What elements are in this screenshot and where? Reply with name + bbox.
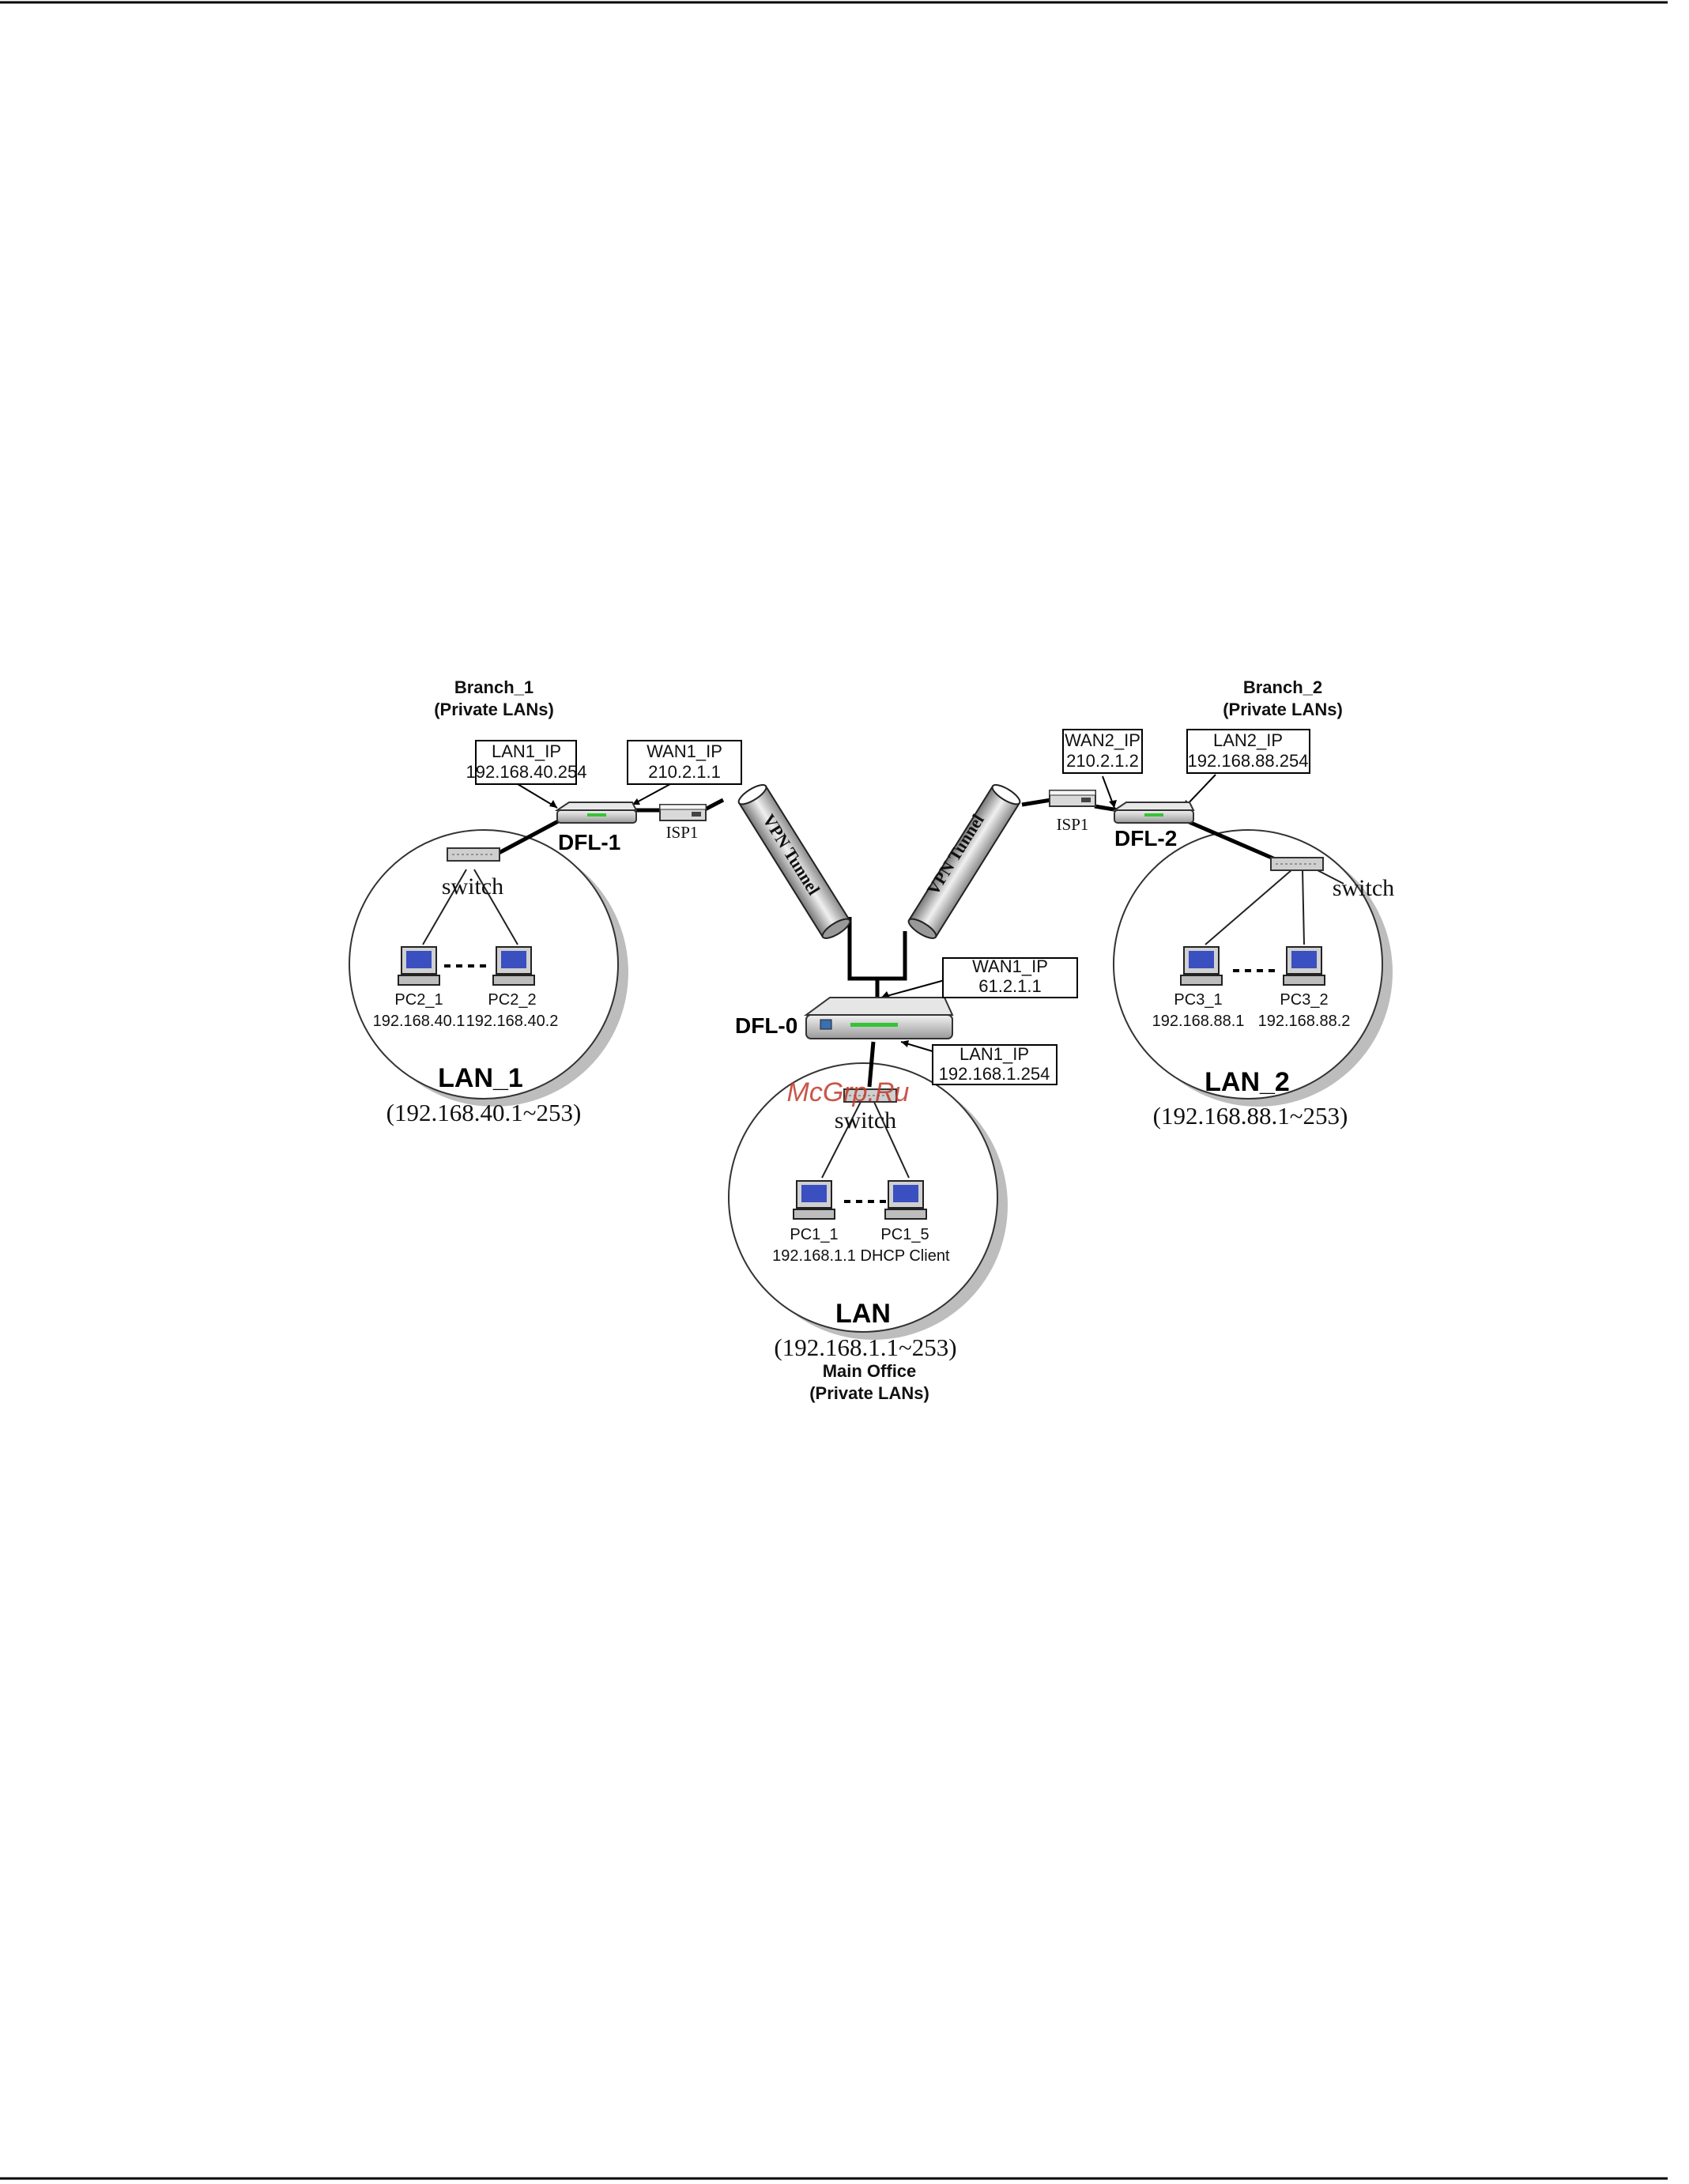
main-lan-ip-value: 192.168.1.254 bbox=[939, 1064, 1050, 1084]
lan1-pc-links bbox=[422, 869, 518, 945]
branch2-title: Branch_2 bbox=[1243, 677, 1322, 697]
dfl0-router-icon bbox=[803, 997, 954, 1039]
switch1-label: switch bbox=[442, 873, 503, 900]
switch1-icon bbox=[447, 847, 500, 862]
pc1-5-icon bbox=[884, 1180, 927, 1220]
main-lan-ip-box bbox=[932, 1044, 1058, 1085]
lan1-range: (192.168.40.1~253) bbox=[386, 1099, 582, 1126]
branch1-subtitle: (Private LANs) bbox=[434, 700, 554, 719]
isp2-modem-icon bbox=[1049, 790, 1096, 807]
pc1-1-icon bbox=[793, 1180, 835, 1220]
lan1-ip-pointer bbox=[517, 783, 558, 809]
lan1-name: LAN_1 bbox=[438, 1063, 523, 1093]
main-wan-ip-pointer bbox=[880, 979, 945, 998]
lan2-pc-links bbox=[1205, 869, 1344, 945]
pc1-5-name: PC1_5 bbox=[880, 1226, 929, 1243]
link-tunnel-right-dfl0 bbox=[877, 931, 907, 981]
link-isp1-tunnel bbox=[702, 798, 725, 813]
pc2-2-icon bbox=[492, 946, 535, 986]
pc2-2-name: PC2_2 bbox=[488, 991, 536, 1009]
wan1-ip-value: 210.2.1.1 bbox=[648, 762, 721, 782]
isp1-label: ISP1 bbox=[666, 823, 699, 842]
watermark-text: McGrp.Ru bbox=[787, 1077, 910, 1107]
lan2-ip-label: LAN2_IP bbox=[1213, 730, 1283, 750]
lan2-ip-box bbox=[1186, 729, 1310, 774]
main-office-title: Main Office bbox=[823, 1361, 917, 1381]
pc3-1-name: PC3_1 bbox=[1174, 991, 1222, 1009]
main-office-subtitle: (Private LANs) bbox=[809, 1383, 929, 1403]
wan1-ip-label: WAN1_IP bbox=[647, 741, 722, 761]
lan1-ip-label: LAN1_IP bbox=[492, 741, 561, 761]
lan2-circle bbox=[1113, 829, 1393, 1107]
main-lan-ip-label: LAN1_IP bbox=[959, 1044, 1029, 1064]
isp1-modem-icon bbox=[659, 804, 707, 821]
main-lan-circle bbox=[728, 1062, 1008, 1340]
wan1-ip-box bbox=[627, 740, 742, 785]
pc1-1-name: PC1_1 bbox=[790, 1226, 838, 1243]
lan2-name: LAN_2 bbox=[1205, 1067, 1290, 1097]
pc2-1-name: PC2_1 bbox=[394, 991, 443, 1009]
dfl0-label: DFL-0 bbox=[735, 1013, 797, 1038]
pc3-1-icon bbox=[1180, 946, 1223, 986]
link-tunnel-isp2 bbox=[1021, 798, 1052, 807]
pc2-1-ip: 192.168.40.1 bbox=[373, 1013, 466, 1030]
main-lan-name: LAN bbox=[835, 1299, 891, 1329]
link-tunnel-left-dfl0 bbox=[847, 917, 880, 1000]
pc2-1-icon bbox=[398, 946, 440, 986]
link-dfl0-switch0 bbox=[867, 1041, 876, 1088]
pc3-2-icon bbox=[1283, 946, 1325, 986]
main-wan-ip-value: 61.2.1.1 bbox=[978, 976, 1042, 996]
vpn-tunnel-left bbox=[737, 784, 851, 939]
isp2-label: ISP1 bbox=[1057, 815, 1089, 834]
link-dfl2-switch2 bbox=[1185, 818, 1285, 866]
switch2-label: switch bbox=[1333, 875, 1394, 901]
pc1-1-ip: 192.168.1.1 bbox=[772, 1247, 856, 1265]
pc3-2-name: PC3_2 bbox=[1280, 991, 1328, 1009]
pc3-2-ip: 192.168.88.2 bbox=[1258, 1013, 1351, 1030]
dfl2-label: DFL-2 bbox=[1114, 826, 1177, 851]
main-pc-links bbox=[821, 1100, 910, 1179]
link-switch1-dfl1 bbox=[488, 817, 563, 860]
main-wan-ip-label: WAN1_IP bbox=[972, 956, 1048, 976]
lan2-ip-value: 192.168.88.254 bbox=[1188, 751, 1309, 771]
main-lan-range: (192.168.1.1~253) bbox=[774, 1333, 956, 1361]
wan1-ip-pointer bbox=[631, 783, 671, 805]
switch2-icon bbox=[1270, 857, 1324, 871]
dfl1-label: DFL-1 bbox=[558, 830, 620, 854]
branch2-subtitle: (Private LANs) bbox=[1223, 700, 1343, 719]
main-wan-ip-box bbox=[942, 957, 1078, 998]
pc3-1-ip: 192.168.88.1 bbox=[1152, 1013, 1245, 1030]
pc2-2-ip: 192.168.40.2 bbox=[466, 1013, 559, 1030]
dfl1-router-icon bbox=[554, 802, 638, 824]
wan2-ip-label: WAN2_IP bbox=[1065, 730, 1140, 750]
branch1-title: Branch_1 bbox=[454, 677, 533, 697]
switch0-icon bbox=[843, 1088, 897, 1103]
pc1-5-ip: DHCP Client bbox=[861, 1247, 950, 1265]
wan2-ip-box bbox=[1062, 729, 1143, 774]
wan2-ip-value: 210.2.1.2 bbox=[1066, 751, 1139, 771]
dfl2-router-icon bbox=[1111, 802, 1195, 824]
lan2-range: (192.168.88.1~253) bbox=[1153, 1102, 1348, 1130]
lan1-ip-box bbox=[475, 740, 577, 785]
lan1-ip-value: 192.168.40.254 bbox=[466, 762, 587, 782]
switch0-label: switch bbox=[835, 1107, 896, 1133]
vpn-tunnel-right bbox=[907, 784, 1021, 939]
